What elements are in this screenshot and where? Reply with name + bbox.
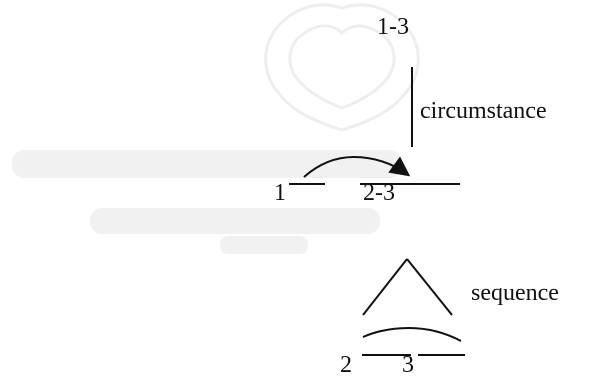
- sequence-right-branch: [406, 258, 453, 316]
- sequence-label: sequence: [471, 280, 559, 306]
- bottom-left-node-label: 2: [340, 352, 352, 378]
- right-node-label: 2-3: [363, 180, 395, 206]
- circumstance-label: circumstance: [420, 98, 547, 124]
- left-node-label: 1: [274, 180, 286, 206]
- root-node-label: 1-3: [377, 14, 409, 40]
- circumstance-arrow: [303, 155, 411, 178]
- sequence-left-branch: [362, 258, 408, 316]
- bottom-right-node-label: 3: [402, 352, 414, 378]
- sequence-arc: [362, 326, 462, 342]
